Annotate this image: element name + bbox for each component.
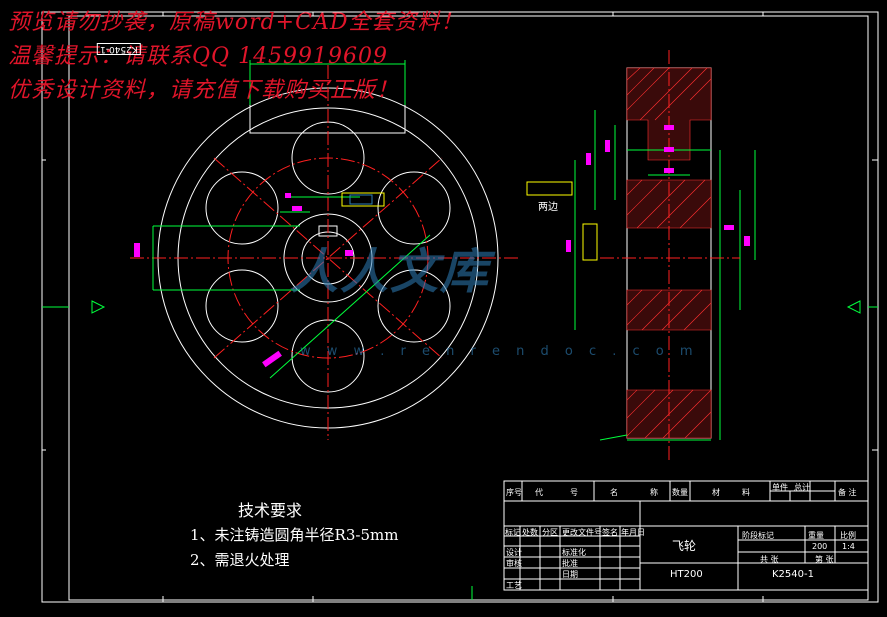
web-hole-lower-right (377, 269, 451, 343)
watermark-line-1: 预览请勿抄袭，原稿word+CAD全套资料！ (8, 10, 464, 35)
tb-header-material-b: 料 (742, 488, 750, 497)
web-hole-upper-right (377, 171, 451, 245)
tb-rev-sign: 签名 (602, 528, 618, 537)
center-arrow-right (846, 300, 861, 314)
inner-frame (68, 15, 869, 601)
tb-sheet-label: 第 张 (815, 555, 834, 564)
note-box-side-2 (582, 223, 598, 261)
tb-rev-date: 年月日 (621, 528, 645, 537)
tb-design-label: 设计 (506, 548, 522, 557)
note-box-front-inner (349, 194, 373, 205)
watermark-url: w w w . r e n r e n d o c . c o m (300, 344, 699, 359)
tb-header-code-a: 代 (535, 488, 543, 497)
tb-check-label: 审核 (506, 559, 522, 568)
tb-scale-label: 比例 (840, 531, 856, 540)
note-box-side (526, 181, 573, 196)
note-box-front (341, 192, 385, 207)
tech-requirements-title: 技术要求 (238, 501, 303, 520)
front-dimensions (152, 196, 431, 379)
section-hatch (626, 67, 712, 439)
center-lines-front (130, 65, 520, 440)
tb-header-unit: 单件 (772, 483, 788, 492)
web-hole-upper-left (205, 171, 279, 245)
watermark-logo: 人人文库 (290, 244, 491, 300)
tb-scale-value: 1:4 (842, 542, 855, 551)
drawing-number: K2540-1 (772, 569, 814, 580)
tb-rev-zone: 分区 (542, 528, 558, 537)
web-hole-lower-left (205, 269, 279, 343)
tb-rev-doc: 更改文件号 (562, 528, 602, 537)
tech-requirement-1: 1、未注铸造圆角半径R3-5mm (190, 526, 399, 544)
part-name: 飞轮 (672, 539, 697, 553)
watermark-line-2: 温馨提示：请联系QQ 1459919609 (8, 44, 389, 69)
tb-standard-label: 标准化 (562, 548, 586, 557)
tech-requirement-2: 2、需退火处理 (190, 551, 290, 569)
tb-weight-label: 重量 (808, 531, 824, 540)
tb-header-name-b: 称 (650, 488, 658, 497)
tb-header-qty: 数量 (672, 488, 688, 497)
part-material: HT200 (670, 569, 703, 580)
tb-header-total: 总计 (794, 483, 810, 492)
title-block (503, 480, 869, 591)
tb-stage-label: 阶段标记 (742, 531, 774, 540)
tb-header-remarks: 备 注 (838, 488, 857, 497)
tb-date-label: 日期 (562, 570, 578, 579)
dim-text-side (566, 125, 750, 252)
tb-header-material-a: 材 (712, 488, 720, 497)
section-label: 两边 (538, 202, 558, 213)
stamp-code: K2540-1 (97, 43, 141, 55)
tb-rev-mark: 标记 (505, 528, 521, 537)
tb-header-name-a: 名 (610, 488, 618, 497)
tb-header-code-b: 号 (570, 488, 578, 497)
center-arrow-left (91, 300, 106, 314)
watermark-line-3: 优秀设计资料，请充值下载购买正版！ (8, 78, 400, 103)
tb-process-label: 工艺 (506, 581, 522, 590)
tb-sheets-label: 共 张 (760, 555, 779, 564)
dim-text-front (134, 193, 353, 368)
tb-weight-value: 200 (812, 542, 828, 551)
tb-header-no: 序号 (506, 488, 522, 497)
center-lines-side (600, 50, 740, 460)
border-ticks (42, 12, 878, 602)
tb-rev-count: 处数 (522, 528, 538, 537)
tb-approve-label: 批准 (562, 559, 578, 568)
